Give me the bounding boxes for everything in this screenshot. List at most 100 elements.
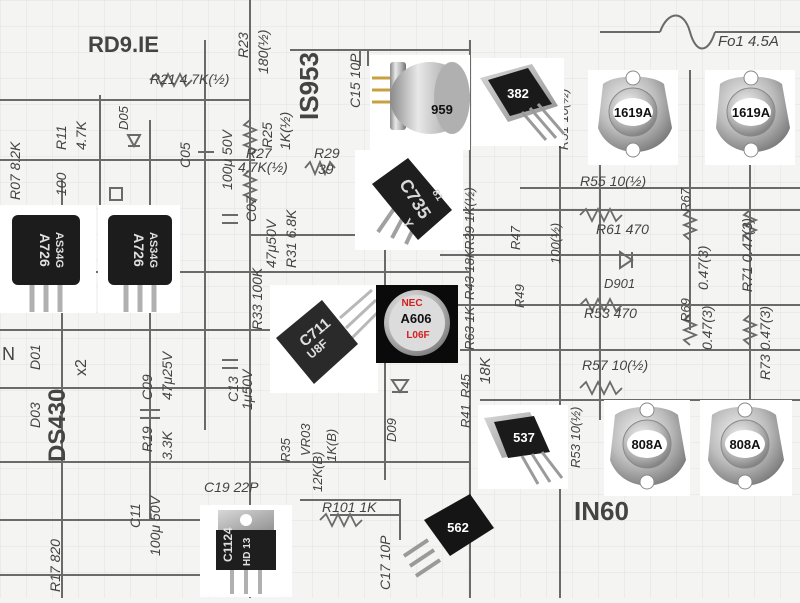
label-r67: R67 — [678, 187, 693, 212]
label-382: 382 — [507, 86, 529, 101]
label-r29-value: 39 — [318, 161, 334, 177]
label-A606: A606 — [400, 311, 431, 326]
label-d03: D03 — [27, 402, 43, 428]
component-808A-2: 808A — [700, 400, 792, 496]
label-r39: R39 1K(½) — [462, 187, 477, 250]
label-r100: 100(½) — [548, 223, 563, 264]
label-r25-value: 1K(½) — [277, 112, 293, 150]
label-r53b: R53 10(½) — [568, 407, 583, 468]
label-A726-2: A726 — [131, 233, 147, 267]
label-c09-value: 47μ25V — [159, 350, 175, 400]
component-A606: NEC A606 L06F — [376, 285, 458, 363]
fuse-label: Fo1 4.5A — [718, 33, 779, 50]
label-r27-value: 4.7K(½) — [238, 159, 288, 175]
label-d901: D901 — [604, 276, 635, 291]
label-r41: R41 — [458, 404, 473, 428]
label-c05-value: 100μ 50V — [219, 129, 235, 190]
label-808A-2: 808A — [729, 437, 761, 452]
label-vr03: VR03 — [298, 423, 313, 456]
component-959: 959 — [370, 55, 470, 150]
label-r69: R69 — [678, 298, 693, 322]
diode-bridge-label: DS430 — [44, 389, 71, 462]
in-label: IN60 — [574, 496, 629, 526]
label-c13-value: 1μ50V — [239, 368, 255, 410]
label-A606-brand: NEC — [401, 298, 422, 309]
label-r71: R71 0.47(3) — [739, 218, 755, 292]
component-A726-1: A726 AS34G — [0, 205, 96, 313]
label-A726-1-sub: AS34G — [53, 232, 65, 268]
label-A726-2-sub: AS34G — [147, 232, 159, 268]
label-537: 537 — [513, 430, 535, 445]
label-r69-value: 0.47(3) — [699, 306, 715, 350]
label-r47: R47 — [508, 225, 523, 250]
component-808A-1: 808A — [604, 400, 690, 496]
component-C711: C711 U8F — [270, 285, 380, 393]
component-382: 382 — [472, 58, 566, 146]
label-r55: R55 10(½) — [580, 173, 646, 189]
label-r27: R27 — [246, 145, 273, 161]
label-r67-value: 0.47(3) — [695, 246, 711, 290]
board-title: RD9.IE — [88, 32, 159, 57]
label-c07: C07 — [243, 195, 259, 222]
label-r33: R33 100K — [249, 267, 265, 330]
label-C1124: C1124 — [221, 527, 235, 562]
label-r73: R73 0.47(3) — [757, 306, 773, 380]
label-value-100: 100 — [53, 172, 69, 196]
label-r35: R35 — [278, 437, 293, 462]
label-r11-value: 4.7K — [73, 121, 89, 150]
label-r101: R101 1K — [322, 499, 377, 515]
label-562: 562 — [447, 520, 469, 535]
label-959: 959 — [431, 102, 453, 117]
label-r31: R31 6.8K — [283, 209, 299, 268]
capacitor-and-diode-symbols — [126, 50, 634, 419]
label-808A-1: 808A — [631, 437, 663, 452]
label-r23-value: 180(½) — [255, 30, 271, 74]
label-c11: C11 — [127, 503, 143, 528]
label-r11: R11 — [53, 125, 69, 150]
label-d01: D01 — [27, 344, 43, 370]
label-r63: R63 1K — [462, 305, 477, 350]
label-d05: D05 — [116, 105, 131, 130]
label-1619A-2: 1619A — [732, 105, 771, 120]
label-r45-value: 18K — [477, 356, 494, 384]
label-r25: R25 — [259, 122, 275, 148]
label-c07-value: 47μ50V — [263, 218, 279, 268]
label-A606-sub: L06F — [406, 330, 429, 341]
label-vr03-value2: 1K(B) — [324, 429, 339, 462]
label-d09: D09 — [384, 418, 399, 442]
label-r49: R49 — [512, 284, 527, 308]
label-c05: C05 — [177, 142, 193, 168]
label-r57: R57 10(½) — [582, 357, 648, 373]
label-r61: R61 470 — [596, 221, 649, 237]
label-c13: C13 — [225, 376, 241, 402]
label-r43: R43 18K — [462, 248, 477, 300]
label-1619A-1: 1619A — [614, 105, 653, 120]
label-r23: R23 — [235, 32, 251, 58]
label-n: N — [2, 344, 15, 364]
label-vr03-value: 12K(B) — [310, 452, 325, 492]
label-r07: R07 8.2K — [7, 141, 23, 200]
component-C735: C735 Y 81 — [355, 150, 463, 250]
component-537: 537 — [478, 405, 568, 489]
component-C1124: C1124 HD 13 — [200, 505, 292, 597]
label-r45: R45 — [458, 373, 473, 398]
label-C1124-sub: HD 13 — [242, 537, 253, 566]
label-A726-1: A726 — [37, 233, 53, 267]
label-r21: R21 4.7K(½) — [150, 71, 229, 87]
label-r17: R17 820 — [47, 539, 63, 592]
multiplier-label: x2 — [73, 359, 90, 376]
component-562: 562 — [402, 494, 494, 578]
label-r53: R53 470 — [584, 305, 637, 321]
component-1619A-2: 1619A — [705, 70, 795, 165]
resistor-symbols — [149, 71, 759, 529]
label-c15: C15 10P — [347, 53, 363, 108]
label-c19: C19 22P — [204, 479, 259, 495]
label-r19-value: 3.3K — [159, 431, 175, 460]
label-r19: R19 — [139, 426, 155, 452]
component-1619A-1: 1619A — [588, 70, 678, 165]
label-c17: C17 10P — [377, 535, 393, 590]
ic-label: IS953 — [294, 52, 324, 120]
component-A726-2: A726 AS34G — [98, 205, 180, 313]
